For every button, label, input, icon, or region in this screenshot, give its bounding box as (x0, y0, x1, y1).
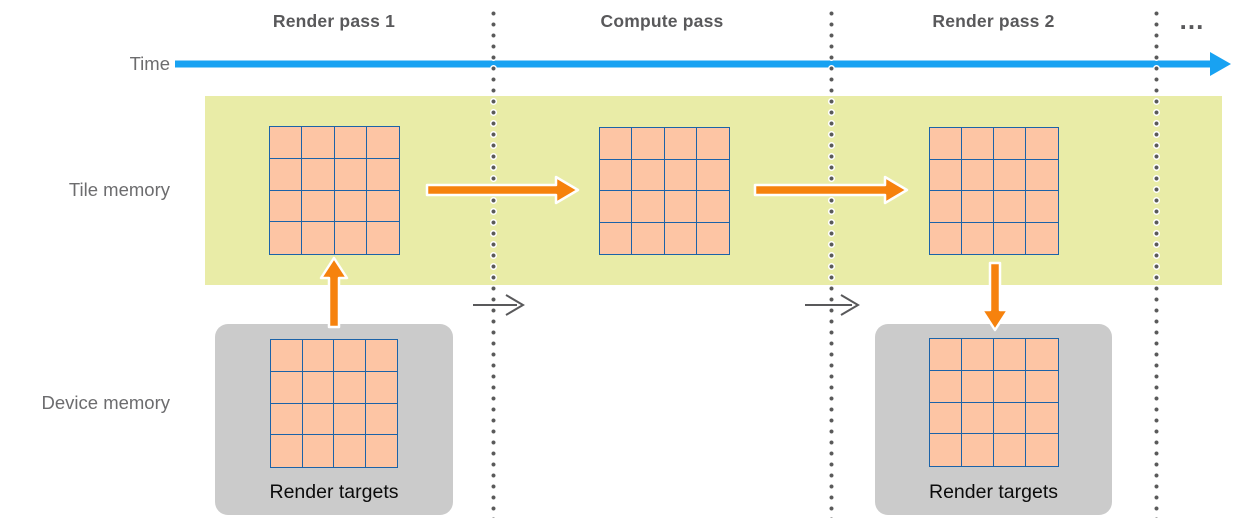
grid-cell (334, 158, 367, 191)
grid-cell (365, 404, 397, 436)
grid-cell (1026, 223, 1058, 255)
grid-cell (994, 222, 1026, 254)
time-axis-arrow-icon (175, 52, 1231, 76)
grid-cell (962, 159, 994, 191)
grid-cell (697, 223, 729, 255)
grid-cell (365, 372, 397, 404)
render-targets-grid-2 (929, 338, 1059, 467)
grid-cell (1026, 434, 1058, 466)
grid-cell (930, 402, 962, 435)
grid-cell (664, 191, 697, 223)
grid-cell (962, 222, 994, 254)
pass-boundary-arrow-1-icon (473, 294, 525, 316)
grid-cell (1026, 371, 1058, 403)
grid-cell (302, 190, 335, 223)
grid-cell (1026, 339, 1058, 371)
grid-cell (334, 340, 366, 372)
grid-cell (930, 434, 962, 466)
grid-cell (270, 222, 303, 254)
grid-cell (930, 191, 962, 223)
grid-cell (600, 159, 633, 191)
grid-cell (270, 127, 303, 159)
pass-label-compute-pass: Compute pass (600, 11, 724, 31)
device-memory-row-label: Device memory (41, 392, 171, 413)
tile-grid-render-pass-1 (269, 126, 400, 255)
render-targets-label-1: Render targets (269, 481, 399, 503)
grid-cell (994, 128, 1026, 160)
grid-cell (366, 127, 399, 159)
grid-cell (632, 159, 665, 191)
grid-cell (1026, 128, 1058, 160)
grid-cell (600, 128, 633, 160)
grid-cell (994, 339, 1026, 371)
grid-cell (334, 371, 366, 404)
grid-cell (365, 340, 397, 372)
grid-cell (334, 403, 366, 436)
grid-cell (994, 191, 1026, 223)
grid-cell (962, 402, 994, 435)
grid-cell (271, 340, 303, 372)
grid-cell (930, 128, 962, 160)
grid-cell (271, 435, 303, 467)
grid-cell (302, 403, 334, 436)
tile-memory-row-label: Tile memory (68, 179, 170, 200)
grid-cell (962, 434, 994, 466)
grid-cell (962, 128, 994, 160)
grid-cell (632, 191, 665, 223)
pass-label-render-pass-2: Render pass 2 (932, 11, 1055, 31)
render-targets-label-2: Render targets (929, 481, 1058, 503)
grid-cell (334, 127, 367, 159)
grid-cell (696, 128, 729, 160)
grid-cell (696, 160, 729, 191)
grid-cell (632, 222, 665, 254)
grid-cell (1026, 191, 1058, 223)
tile-grid-render-pass-2 (929, 127, 1059, 255)
grid-cell (303, 435, 334, 467)
grid-cell (930, 339, 962, 371)
grid-cell (270, 158, 303, 191)
grid-cell (696, 191, 729, 223)
grid-cell (334, 435, 366, 467)
grid-cell (270, 190, 303, 223)
grid-cell (664, 159, 697, 191)
tile-grid-compute-pass (599, 127, 730, 255)
grid-cell (366, 159, 399, 191)
grid-cell (994, 159, 1026, 191)
grid-cell (994, 370, 1026, 403)
grid-cell (994, 402, 1026, 435)
grid-cell (665, 222, 697, 254)
grid-cell (962, 191, 994, 223)
grid-cell (632, 128, 665, 160)
time-axis-label: Time (129, 53, 170, 74)
pass-separator-dotted-line-1 (489, 8, 497, 518)
render-targets-grid-1 (270, 339, 398, 468)
grid-cell (930, 370, 962, 403)
grid-cell (1026, 403, 1058, 435)
pass-label-render-pass-1: Render pass 1 (272, 11, 396, 31)
grid-cell (930, 159, 962, 191)
grid-cell (302, 340, 334, 372)
grid-cell (962, 339, 994, 371)
grid-cell (335, 222, 367, 254)
grid-cell (366, 435, 398, 467)
grid-cell (600, 222, 633, 254)
grid-cell (664, 128, 697, 160)
grid-cell (302, 158, 335, 191)
pass-separator-dotted-line-3 (1152, 8, 1160, 518)
grid-cell (366, 191, 399, 223)
pass-separator-dotted-line-2 (827, 8, 835, 518)
grid-cell (994, 434, 1026, 466)
more-passes-ellipsis: … (1178, 5, 1206, 35)
grid-cell (302, 127, 335, 159)
grid-cell (930, 222, 962, 254)
grid-cell (302, 222, 335, 254)
grid-cell (962, 370, 994, 403)
grid-cell (334, 190, 367, 223)
grid-cell (1026, 160, 1058, 191)
grid-cell (600, 191, 633, 223)
grid-cell (302, 371, 334, 404)
grid-cell (271, 371, 303, 404)
grid-cell (271, 403, 303, 436)
grid-cell (367, 222, 399, 254)
